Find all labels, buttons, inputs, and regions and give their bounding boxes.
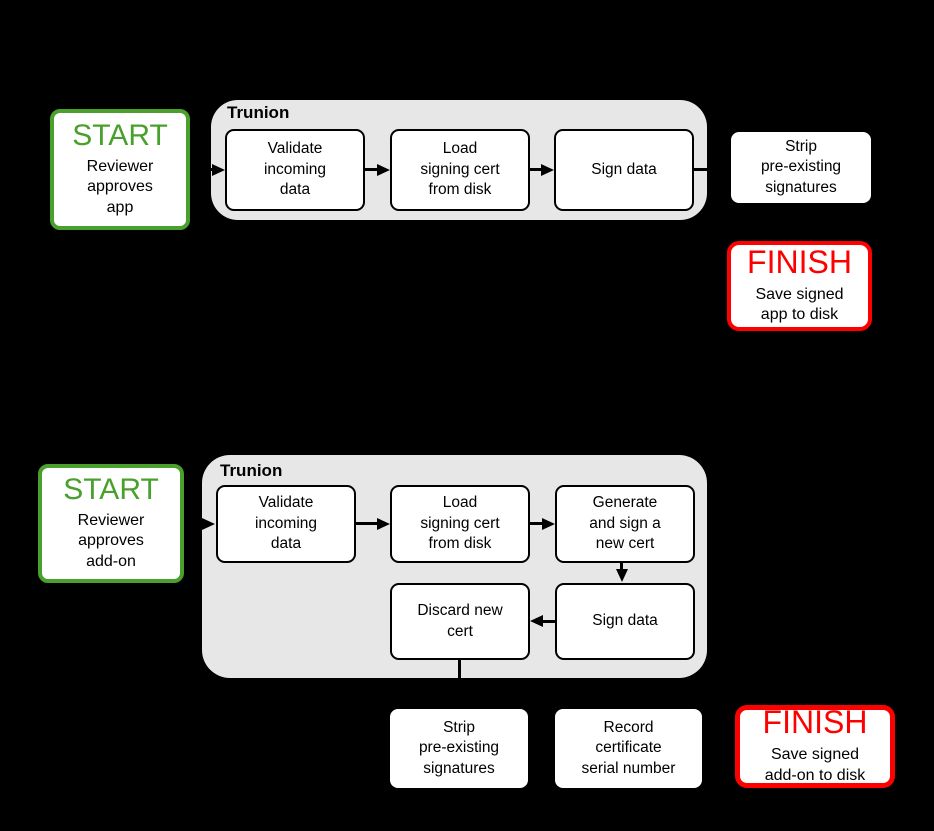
arrowhead-validate-load-addon — [377, 518, 390, 530]
connector-generate-sign-addon — [620, 562, 623, 570]
step-generate-cert-addon: Generate and sign a new cert — [555, 485, 695, 563]
arrowhead-load-generate-addon — [542, 518, 555, 530]
finish-node-addon: FINISH Save signed add-on to disk — [735, 705, 895, 788]
step-validate-data-app: Validate incoming data — [225, 129, 365, 211]
finish-subtitle-app: Save signed app to disk — [755, 285, 844, 324]
step-strip-signatures-addon: Strip pre-existing signatures — [390, 709, 528, 788]
arrowhead-start-validate-app — [212, 164, 225, 176]
start-title-app: START — [72, 119, 168, 153]
arrowhead-start-validate-addon — [202, 518, 215, 530]
step-load-cert-app: Load signing cert from disk — [390, 129, 530, 211]
step-sign-data-addon: Sign data — [555, 583, 695, 660]
connector-start-validate-app — [190, 168, 212, 171]
arrowhead-load-sign-app — [541, 164, 554, 176]
trunion-label-app: Trunion — [227, 103, 290, 122]
connector-strip-finish-app — [798, 203, 801, 229]
step-record-serial-addon: Record certificate serial number — [555, 709, 702, 788]
finish-title-addon: FINISH — [762, 704, 868, 741]
step-discard-cert-addon: Discard new cert — [390, 583, 530, 660]
arrowhead-sign-discard-addon — [530, 615, 543, 627]
start-node-app: START Reviewer approves app — [50, 109, 190, 230]
start-title-addon: START — [63, 473, 159, 507]
step-strip-signatures-app: Strip pre-existing signatures — [731, 132, 871, 203]
finish-node-app: FINISH Save signed app to disk — [727, 241, 872, 331]
connector-sign-strip-app — [694, 168, 719, 171]
connector-start-validate-addon — [184, 522, 203, 525]
connector-load-sign-app — [530, 168, 542, 171]
connector-sign-discard-addon — [543, 620, 555, 623]
step-sign-data-app: Sign data — [554, 129, 694, 211]
step-load-cert-addon: Load signing cert from disk — [390, 485, 530, 563]
trunion-label-addon: Trunion — [220, 461, 283, 480]
arrowhead-generate-sign-addon — [616, 569, 628, 582]
arrowhead-strip-finish-app — [793, 228, 805, 241]
start-node-addon: START Reviewer approves add-on — [38, 464, 184, 583]
arrowhead-sign-strip-app — [718, 164, 731, 176]
finish-subtitle-addon: Save signed add-on to disk — [764, 746, 866, 784]
connector-discard-strip-addon — [458, 660, 461, 697]
connector-validate-load-app — [365, 168, 378, 171]
arrowhead-discard-strip-addon — [453, 696, 465, 709]
arrowhead-validate-load-app — [377, 164, 390, 176]
start-subtitle-app: Reviewer approves app — [86, 157, 154, 217]
finish-title-app: FINISH — [747, 243, 852, 280]
start-subtitle-addon: Reviewer approves add-on — [77, 511, 145, 571]
connector-load-generate-addon — [530, 522, 543, 525]
connector-record-finish-addon — [702, 747, 735, 750]
connector-validate-load-addon — [356, 522, 378, 525]
connector-strip-record-addon — [528, 747, 555, 750]
step-validate-data-addon: Validate incoming data — [216, 485, 356, 563]
